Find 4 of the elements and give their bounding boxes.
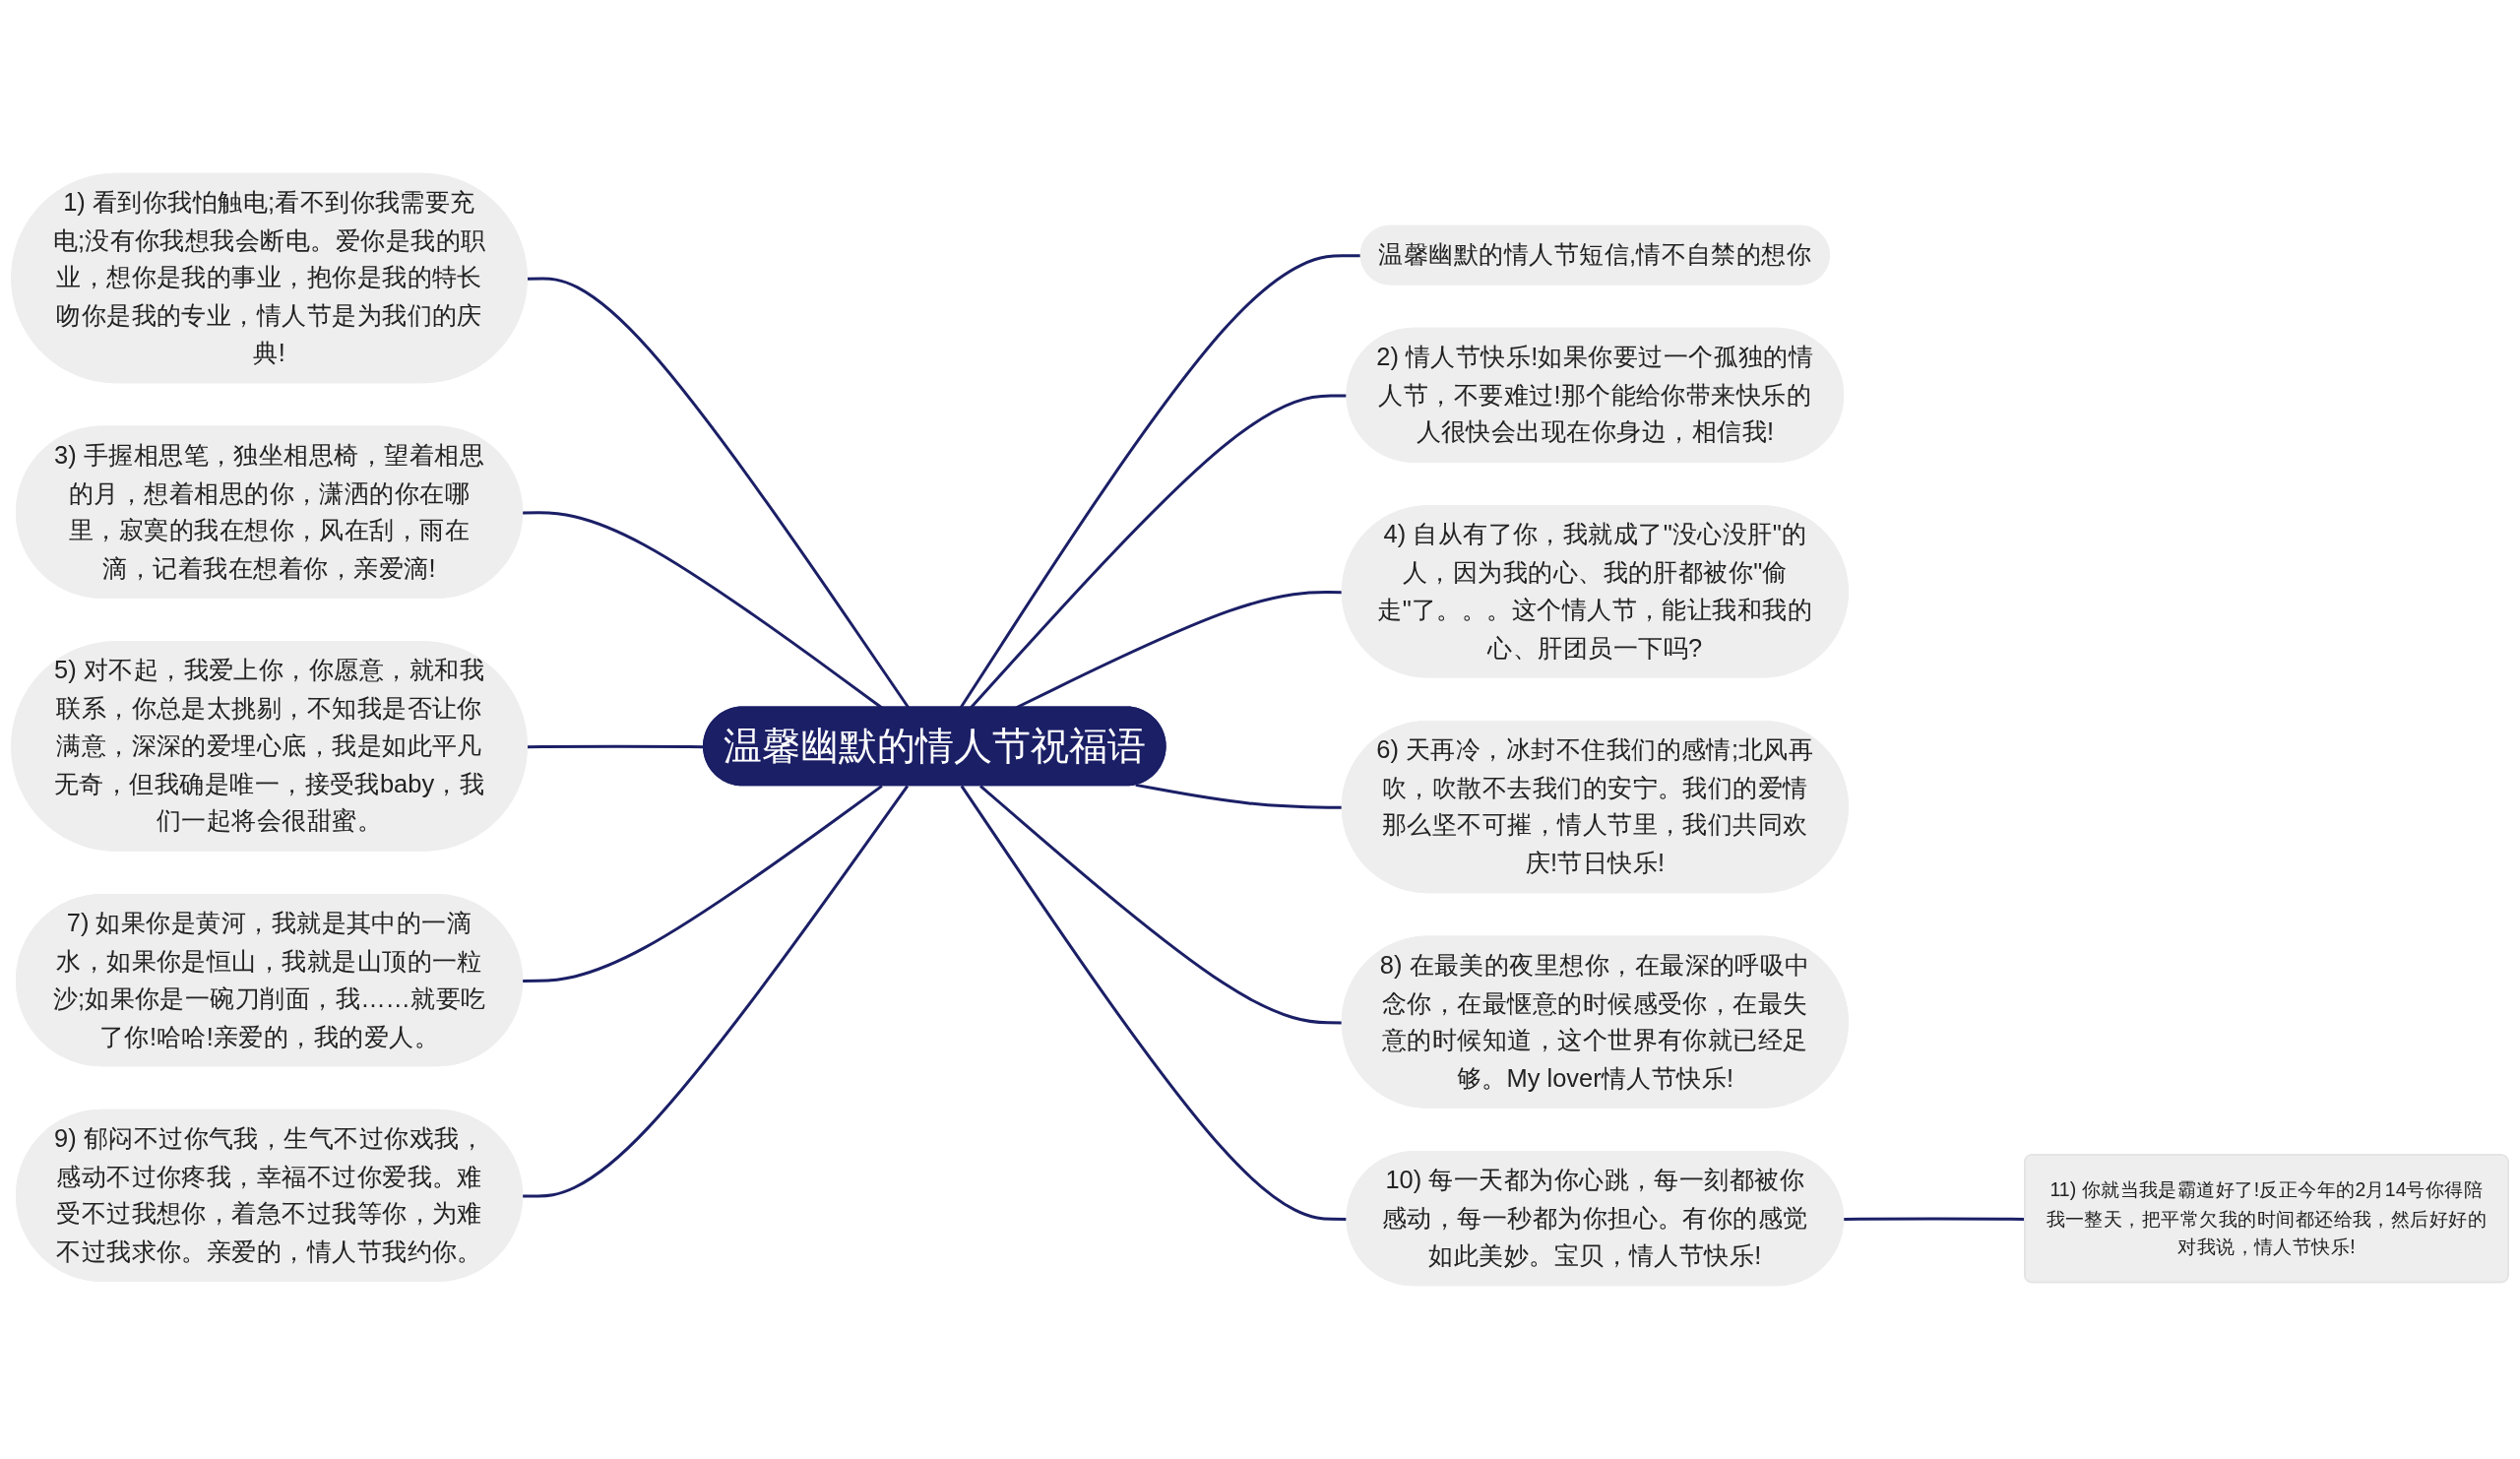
connector	[527, 277, 911, 709]
connector	[523, 785, 883, 983]
connector	[959, 254, 1362, 709]
connector	[523, 785, 910, 1198]
